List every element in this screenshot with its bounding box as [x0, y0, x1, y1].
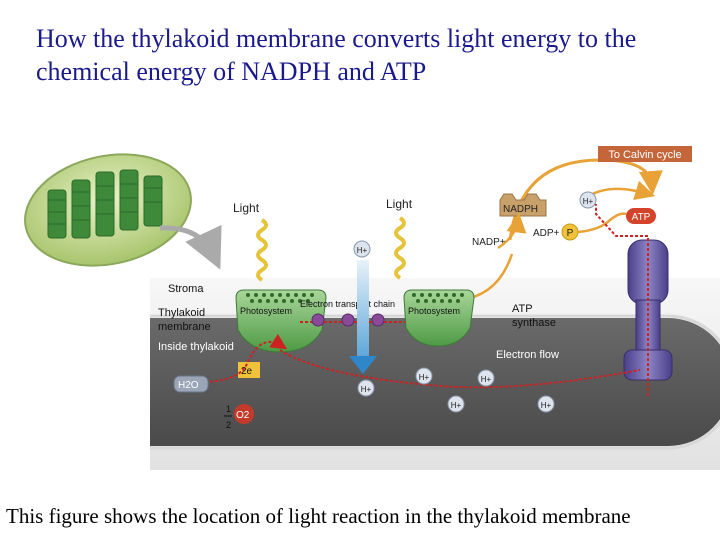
light-wave-2 — [396, 218, 404, 278]
light-wave-1 — [258, 220, 266, 280]
electron-carriers — [312, 314, 384, 326]
h-plus-label: H+ — [451, 401, 462, 410]
arrow-adp-to-atp — [578, 214, 626, 232]
phosphate-label: P — [567, 228, 574, 239]
h-plus-label: H+ — [419, 373, 430, 382]
two-e-label: 2e — [241, 366, 253, 377]
nadph-label: NADPH — [503, 204, 538, 215]
oxygen-label: O2 — [236, 410, 250, 421]
photosystem-right-label: Photosystem — [408, 306, 460, 316]
inside-thylakoid-label: Inside thylakoid — [158, 341, 234, 353]
stroma-label: Stroma — [168, 283, 204, 295]
electron-transport-chain-label: Electron transport chain — [300, 299, 395, 309]
electron-flow-label: Electron flow — [496, 349, 559, 361]
adp-plus-label: ADP+ — [533, 228, 560, 239]
h-plus-label: H+ — [357, 246, 368, 255]
chloroplast-illustration — [15, 140, 214, 281]
h-plus-label: H+ — [481, 375, 492, 384]
figure-caption: This figure shows the location of light … — [6, 504, 720, 529]
photosystem-left-label: Photosystem — [240, 306, 292, 316]
atp-label: ATP — [632, 212, 651, 223]
light-label-2: Light — [386, 197, 413, 211]
to-calvin-cycle-label: To Calvin cycle — [608, 149, 681, 161]
h2o-label: H2O — [178, 380, 199, 391]
light-label-1: Light — [233, 201, 260, 215]
h-plus-label: H+ — [541, 401, 552, 410]
h-plus-label: H+ — [583, 197, 594, 206]
h-plus-label: H+ — [361, 385, 372, 394]
